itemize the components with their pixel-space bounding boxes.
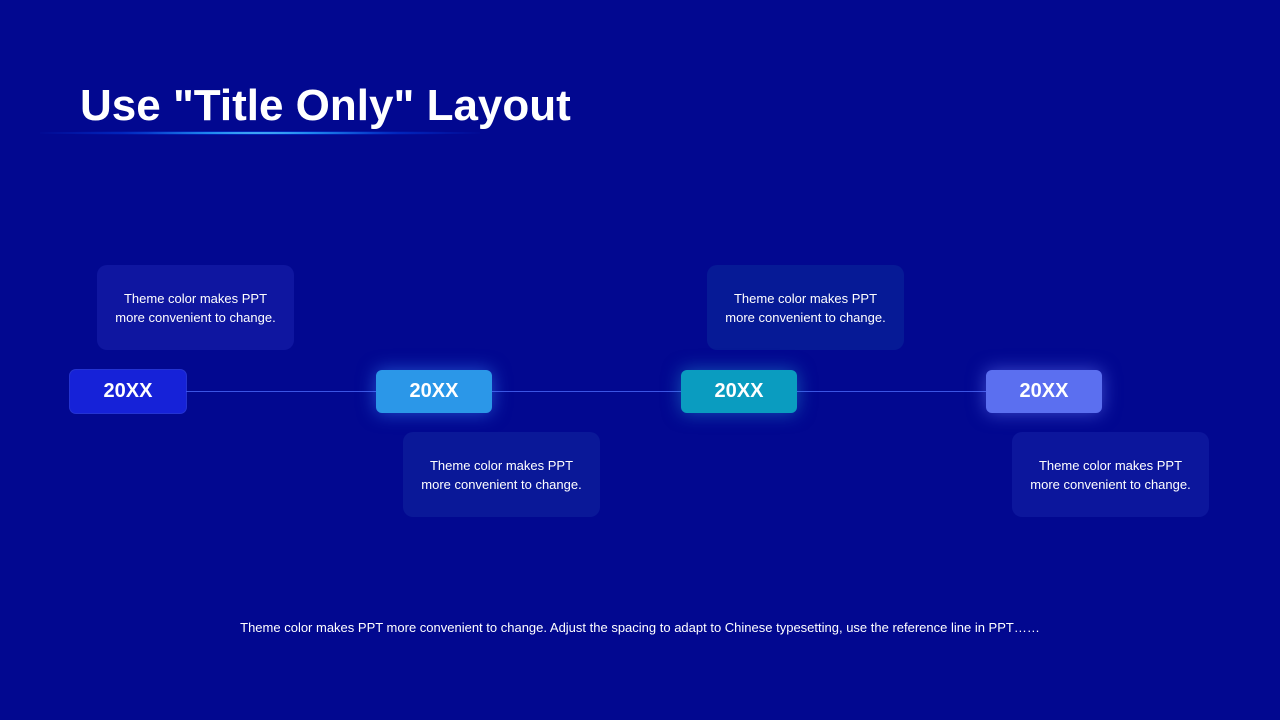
milestone-text: Theme color makes PPT more convenient to… <box>421 457 582 492</box>
milestone-text: Theme color makes PPT more convenient to… <box>1030 457 1191 492</box>
milestone-text: Theme color makes PPT more convenient to… <box>115 290 276 325</box>
footer-note: Theme color makes PPT more convenient to… <box>240 620 1040 635</box>
milestone-card-3: Theme color makes PPT more convenient to… <box>707 265 904 350</box>
milestone-card-2: Theme color makes PPT more convenient to… <box>403 432 600 517</box>
title-underline-glow <box>40 131 480 135</box>
slide-title: Use "Title Only" Layout <box>80 81 571 130</box>
milestone-card-4: Theme color makes PPT more convenient to… <box>1012 432 1209 517</box>
milestone-year-badge-3: 20XX <box>681 370 797 413</box>
milestone-year-badge-4: 20XX <box>986 370 1102 413</box>
milestone-year-badge-2: 20XX <box>376 370 492 413</box>
milestone-text: Theme color makes PPT more convenient to… <box>725 290 886 325</box>
timeline-line <box>186 391 986 392</box>
milestone-year-badge-1: 20XX <box>70 370 186 413</box>
milestone-card-1: Theme color makes PPT more convenient to… <box>97 265 294 350</box>
